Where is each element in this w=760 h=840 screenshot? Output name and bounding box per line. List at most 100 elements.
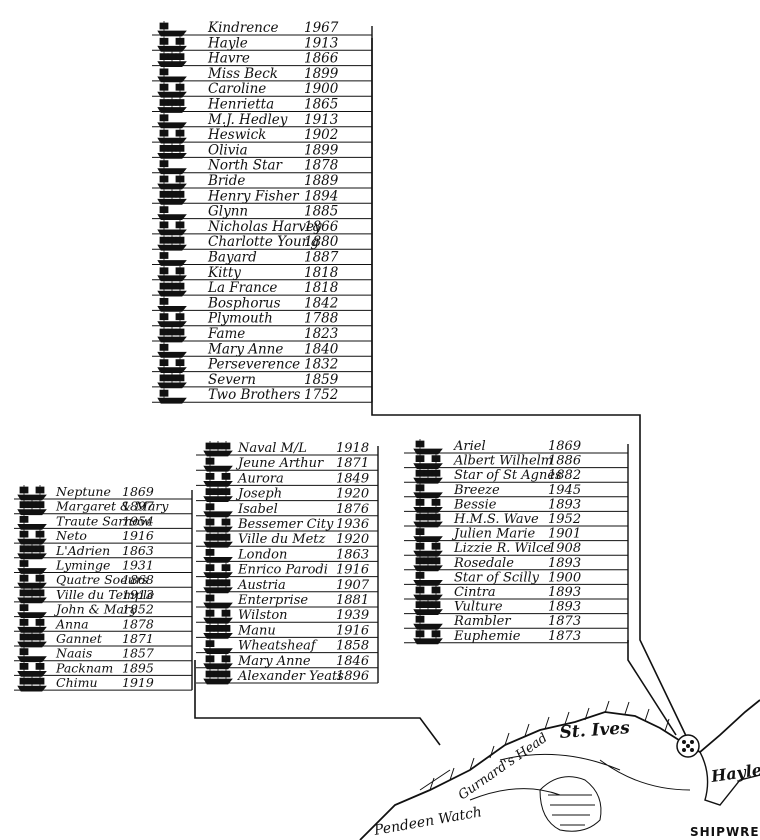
- wreck-year: 1920: [336, 532, 369, 547]
- cliff-tick: [544, 716, 550, 730]
- wreck-year: 1788: [304, 311, 339, 327]
- wreck-name: Wheatsheaf: [238, 639, 318, 654]
- ship-icon: [157, 265, 187, 282]
- wreck-year: 1823: [304, 326, 338, 342]
- ship-icon: [157, 97, 187, 113]
- wreck-year: 1849: [336, 471, 369, 486]
- ship-icon: [413, 526, 443, 542]
- hayle-estuary: [699, 751, 760, 806]
- wreck-year: 1859: [304, 372, 339, 388]
- ship-icon: [157, 36, 187, 52]
- ship-icon: [203, 441, 233, 457]
- wreck-name: Star of St Agnes: [454, 468, 562, 483]
- wreck-name: Euphemie: [453, 629, 521, 644]
- ship-icon: [413, 439, 443, 455]
- wreck-name: Lyminge: [55, 558, 110, 573]
- ship-icon: [17, 514, 47, 530]
- wreck-name: Bessemer City: [237, 517, 334, 532]
- wreck-name: Anna: [55, 616, 89, 631]
- wreck-year: 1871: [336, 456, 369, 471]
- wreck-entry: London 1863: [196, 547, 378, 563]
- cliff-tick: [664, 718, 670, 732]
- wreck-name: Enrico Parodi: [237, 563, 328, 578]
- wreck-year: 1863: [336, 547, 369, 562]
- wreck-year: 1818: [304, 280, 339, 296]
- wreck-name: Isabel: [237, 502, 278, 517]
- ship-icon: [157, 311, 187, 328]
- ship-icon: [157, 51, 187, 67]
- ship-icon: [413, 482, 443, 499]
- wreck-year: 1846: [336, 654, 369, 669]
- wreck-year: 1878: [304, 158, 339, 174]
- wreck-year: 1916: [336, 563, 369, 578]
- cliff-tick: [604, 700, 610, 714]
- wreck-name: L'Adrien: [55, 543, 110, 558]
- ship-icon: [17, 587, 47, 604]
- wreck-name: Chimu: [56, 675, 98, 690]
- wreck-name: Neto: [55, 528, 87, 543]
- wreck-name: London: [237, 547, 287, 562]
- wreck-name: Margaret & Mary: [55, 499, 169, 514]
- place-label-hayle: Hayle: [709, 760, 760, 786]
- wreck-year: 1936: [336, 517, 369, 532]
- wreck-name: Quatre Soeurs: [56, 572, 148, 587]
- ship-icon: [203, 471, 233, 487]
- wreck-year: 1908: [548, 541, 581, 556]
- wreck-name: Rambler: [453, 614, 511, 629]
- wreck-entry: Mary Anne 1846: [196, 653, 378, 670]
- wreck-year: 1842: [304, 295, 338, 311]
- wreck-name: Olivia: [208, 142, 248, 158]
- wreck-name: H.M.S. Wave: [453, 512, 539, 527]
- ship-icon: [17, 602, 47, 618]
- cliff-tick: [564, 711, 570, 725]
- wreck-year: 1897: [122, 499, 154, 514]
- wreck-name: Austria: [237, 578, 286, 593]
- cliff-tick: [624, 701, 630, 715]
- ship-icon: [203, 577, 233, 594]
- wreck-year: 1858: [336, 639, 369, 654]
- wreck-name: Kitty: [207, 265, 241, 281]
- ship-icon: [413, 541, 443, 557]
- cliff-tick: [489, 745, 495, 759]
- cliff-tick: [449, 767, 455, 781]
- ship-icon: [17, 499, 47, 516]
- ship-icon: [203, 608, 233, 624]
- ship-icon: [157, 357, 187, 373]
- wreck-name: Alexander Yeats: [237, 669, 344, 684]
- wreck-year: 1931: [122, 558, 154, 573]
- cliff-tick: [504, 732, 510, 746]
- wreck-year: 1878: [122, 616, 154, 631]
- ship-icon: [17, 529, 47, 545]
- wreck-year: 1913: [304, 112, 338, 128]
- ship-icon: [157, 143, 187, 159]
- cliff-tick: [524, 723, 530, 737]
- wreck-name: Henry Fisher: [207, 188, 300, 204]
- wreck-name: Lizzie R. Wilce: [453, 541, 551, 556]
- ship-icon: [203, 486, 233, 502]
- wreck-name: Mary Anne: [237, 654, 311, 669]
- ship-icon: [203, 547, 233, 563]
- ship-icon: [203, 562, 233, 578]
- ship-icon: [413, 497, 443, 513]
- wreck-year: 1840: [304, 341, 339, 357]
- wreck-year: 1752: [304, 387, 338, 403]
